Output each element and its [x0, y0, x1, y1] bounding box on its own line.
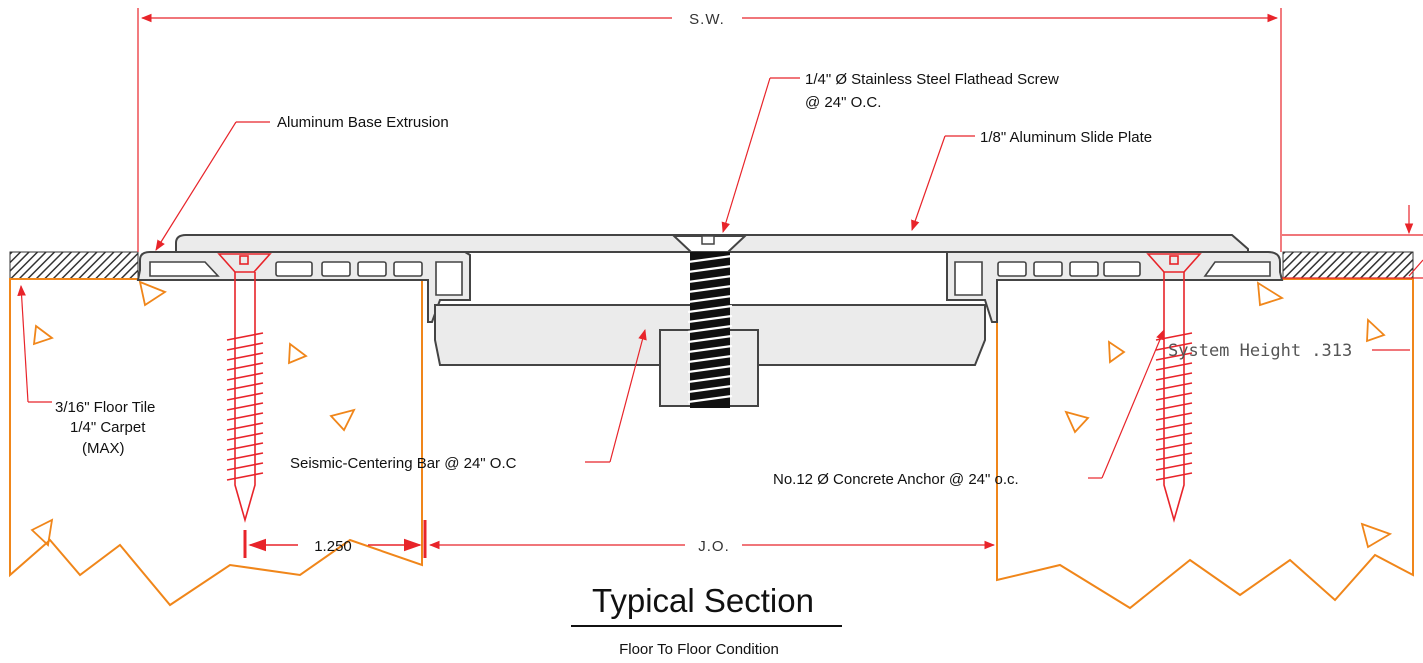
slide-plate-label: 1/8" Aluminum Slide Plate [980, 129, 1152, 146]
extrusion-cells-right [954, 261, 1271, 296]
drawing-title: Typical Section [592, 582, 814, 619]
concrete-anchor-right [1146, 253, 1202, 523]
flathead-screw-shank [687, 252, 733, 408]
concrete-slab-left [9, 278, 423, 607]
sw-dimension [137, 8, 1282, 252]
leader-lines [17, 77, 1165, 479]
base-extrusion-left [136, 251, 471, 323]
centering-bar-label: Seismic-Centering Bar @ 24" O.C [290, 455, 517, 472]
floor-label-line1: 3/16" Floor Tile [55, 399, 155, 416]
drawing-subtitle: Floor To Floor Condition [619, 641, 779, 658]
screw-slot [701, 235, 715, 245]
floor-label-line3: (MAX) [82, 440, 125, 457]
dim-1250 [243, 520, 427, 558]
screw-label-line2: @ 24" O.C. [805, 94, 881, 111]
sw-label: S.W. [689, 11, 725, 28]
dim-1250-label: 1.250 [314, 538, 352, 555]
concrete-anchor-left [217, 253, 272, 523]
anchor-label: No.12 Ø Concrete Anchor @ 24" o.c. [773, 471, 1019, 488]
floor-finish-left [9, 251, 139, 280]
concrete-aggregate [30, 280, 1393, 549]
floor-finish-right [1282, 251, 1414, 280]
screw-label-line1: 1/4" Ø Stainless Steel Flathead Screw [805, 71, 1059, 88]
base-extrusion-label: Aluminum Base Extrusion [277, 114, 449, 131]
system-height-label: System Height .313 [1168, 341, 1352, 361]
floor-label-line2: 1/4" Carpet [70, 419, 146, 436]
concrete-slab-right [996, 278, 1414, 610]
base-extrusion-right [946, 251, 1284, 323]
jo-label: J.O. [698, 538, 730, 555]
extrusion-cells-left [149, 261, 463, 296]
system-height-dimension [1282, 205, 1423, 351]
